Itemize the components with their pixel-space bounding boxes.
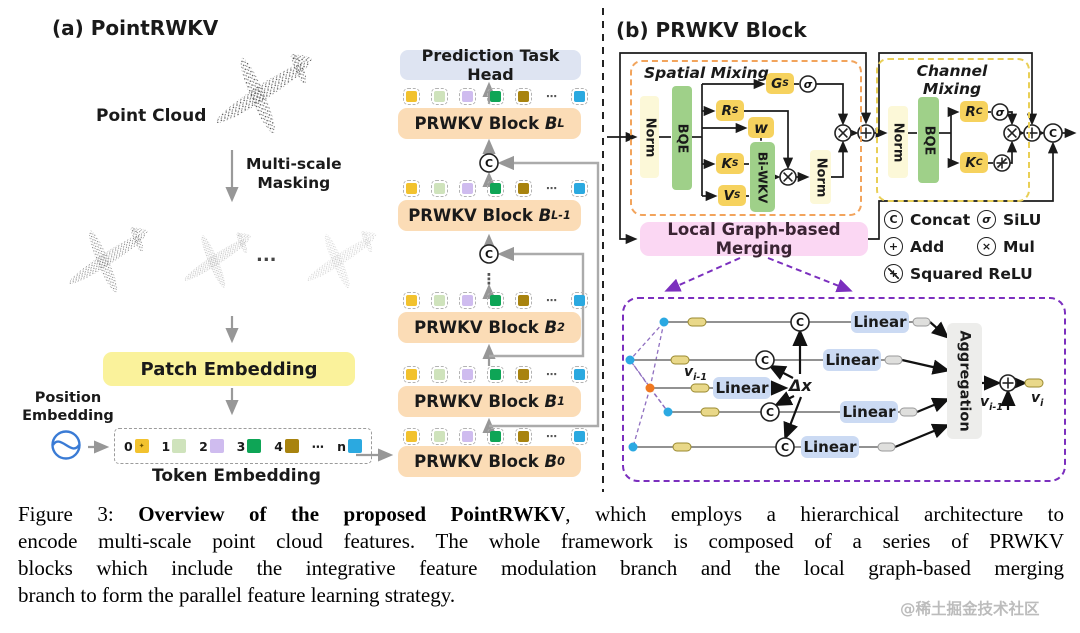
position-embedding-label: Position Embedding [22,390,114,424]
svg-text:C: C [761,354,769,367]
svg-text:⋮: ⋮ [482,270,497,288]
channel-mixing-label: Channel Mixing [916,62,988,98]
panel-b-wiring [607,52,1077,245]
legend-squared-relu: +Squared ReLU [884,264,1033,283]
token-3: 3 [237,439,262,454]
masked-ellipsis: ... [256,245,277,266]
graph-nodes [625,317,673,452]
bi-wkv-box: Bi-WKV [750,142,775,212]
graph-bold-arrows [768,321,1028,449]
w-box: w [748,117,774,138]
token-dots: ⋯ [311,438,325,454]
linear-box-4: Linear [840,401,898,423]
token-0-swatch: ✦ [134,439,149,453]
spatial-bqe-box: BQE [672,86,692,190]
linear-box-3: Linear [713,377,771,399]
token-embedding-row: 0✦ 1 2 3 4 ⋯ n [114,428,372,464]
linear-box-2: Linear [823,349,881,371]
point-cloud-label: Point Cloud [96,106,207,126]
svg-text:σ: σ [996,106,1005,119]
svg-text:C: C [796,316,804,329]
token-4: 4 [274,439,299,454]
expansion-arrows [664,257,853,293]
concat-icon: C [884,210,903,229]
patch-embedding-box: Patch Embedding [103,352,355,386]
svg-text:C: C [781,441,789,454]
svg-text:C: C [485,248,493,261]
legend-add: +Add [884,237,944,256]
svg-text:C: C [485,157,493,170]
token-embedding-label: Token Embedding [152,466,321,486]
channel-bqe-box: BQE [918,97,939,183]
prediction-task-head: Prediction Task Head [400,46,581,84]
graph-edges [629,321,669,448]
mul-icon: × [977,237,996,256]
token-n: n [337,439,362,454]
token-1: 1 [162,439,187,454]
token-row: ⋯ [400,87,591,105]
v-out-label: vi [1031,390,1044,409]
feature-capsules [670,317,1044,452]
linear-box-1: Linear [851,311,909,333]
masked-airplane-1 [50,210,168,307]
caption-line-2: encode multi-scale point cloud features.… [18,529,1064,553]
masking-label: Multi-scale Masking [246,155,342,192]
masked-airplane-3 [291,216,394,301]
v-prev-out-label: vi-1 [980,394,1003,413]
channel-norm-box: Norm [888,106,908,178]
point-cloud-airplane [193,33,337,151]
operator-glyphs: C C C C C C C σ σ ⋮ [482,78,1058,454]
svg-text:C: C [1049,127,1057,140]
watermark: @稀土掘金技术社区 [900,600,1040,618]
token-1-swatch [172,439,187,453]
squared-relu-icon: + [884,264,903,283]
token-4-swatch [284,439,299,453]
spatial-norm-box: Norm [640,96,659,178]
linear-box-5: Linear [801,436,859,458]
operator-circles [479,75,1063,457]
silu-icon: σ [977,210,996,229]
v-prev-label: vi-1 [684,364,707,383]
spatial-mixing-label: Spatial Mixing [644,64,769,82]
masked-airplane-2 [168,218,269,300]
token-row: ⋯ [400,179,591,197]
token-3-swatch [247,439,262,453]
caption-line-1: Figure 3: Overview of the proposed Point… [18,502,1064,526]
token-n-swatch [347,439,362,453]
token-row: ⋯ [400,427,591,445]
token-2: 2 [199,439,224,454]
panel-a-title: (a) PointRWKV [52,16,219,40]
local-graph-merging-box: Local Graph-based Merging [640,220,868,258]
svg-text:C: C [766,406,774,419]
aggregation-box: Aggregation [947,323,982,439]
spatial-norm2-box: Norm [810,150,831,204]
token-0: 0✦ [124,439,149,454]
delta-x-label: Δx [789,376,812,395]
caption-line-4: branch to form the parallel feature lear… [18,583,456,607]
merging-detail-box [622,297,1066,482]
token-row: ⋯ [400,365,591,383]
panel-b-title: (b) PRWKV Block [616,18,807,42]
legend-mul: ×Mul [977,237,1035,256]
token-row: ⋯ [400,291,591,309]
caption-line-3: blocks which include the integrative fea… [18,556,1064,580]
token-2-swatch [209,439,224,453]
position-embedding-icon [51,430,81,460]
svg-text:σ: σ [804,78,813,91]
add-icon: + [884,237,903,256]
